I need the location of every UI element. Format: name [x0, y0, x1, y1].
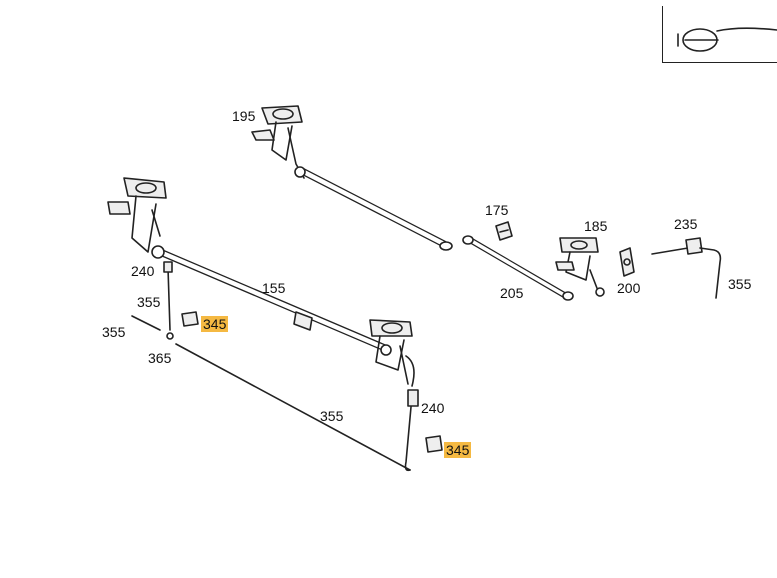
upper-pivot-bearing	[251, 105, 306, 179]
left-pivot-bearing	[107, 177, 167, 259]
wiper-symbol-icon	[677, 27, 777, 52]
connector-345-b	[425, 435, 443, 453]
label-355-left: 355	[102, 324, 126, 340]
label-235: 235	[674, 216, 698, 232]
label-175: 175	[485, 202, 509, 218]
label-355-lower: 355	[320, 408, 344, 424]
label-205: 205	[500, 285, 524, 301]
part-link-345-right[interactable]: 345	[444, 442, 472, 458]
left-hose-set	[131, 261, 411, 471]
connector-345-a	[181, 311, 199, 327]
right-pivot-bearing	[369, 319, 413, 385]
label-240-right: 240	[421, 400, 445, 416]
main-linkage-rod	[156, 248, 389, 352]
upper-linkage-rod	[296, 166, 453, 251]
short-linkage-rod	[462, 235, 574, 301]
label-355-upper-left: 355	[137, 294, 161, 310]
label-155: 155	[262, 280, 286, 296]
label-365: 365	[148, 350, 172, 366]
right-hose-set	[404, 355, 419, 472]
wiper-symbol-frame	[662, 6, 777, 63]
label-200: 200	[617, 280, 641, 296]
clip-175	[495, 221, 513, 241]
bracket-200	[619, 247, 635, 277]
rod-235	[651, 237, 722, 299]
label-185: 185	[584, 218, 608, 234]
label-355-right: 355	[728, 276, 752, 292]
part-link-345-left[interactable]: 345	[201, 316, 229, 332]
label-240-left: 240	[131, 263, 155, 279]
small-pivot-bearing	[555, 237, 605, 297]
label-195: 195	[232, 108, 256, 124]
